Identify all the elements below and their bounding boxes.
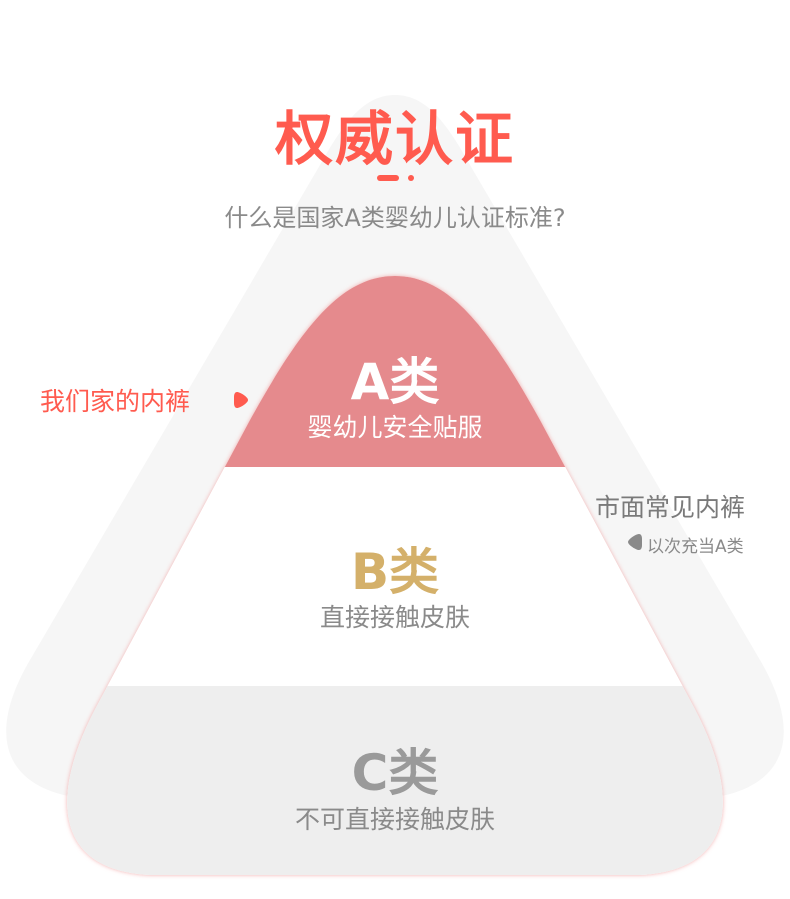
page-title: 权威认证 [274, 105, 515, 173]
market-product-label: 市面常见内裤 [595, 493, 746, 522]
title-underline-dot [408, 175, 414, 181]
tier-a-description: 婴幼儿安全贴服 [307, 413, 483, 442]
title-underline-dash [377, 175, 399, 181]
our-product-label: 我们家的内裤 [40, 387, 191, 416]
tier-c-label: C类 [351, 744, 439, 802]
triangle-pointer-right-icon [234, 392, 248, 408]
triangle-pointer-left-icon [628, 534, 642, 550]
tier-a-label: A类 [350, 353, 440, 411]
tier-b-description: 直接接触皮肤 [319, 603, 470, 632]
page-subtitle: 什么是国家A类婴幼儿认证标准? [224, 204, 566, 232]
tier-c-description: 不可直接接触皮肤 [294, 805, 495, 834]
tier-b-label: B类 [350, 543, 440, 601]
market-product-sublabel: 以次充当A类 [647, 537, 744, 557]
